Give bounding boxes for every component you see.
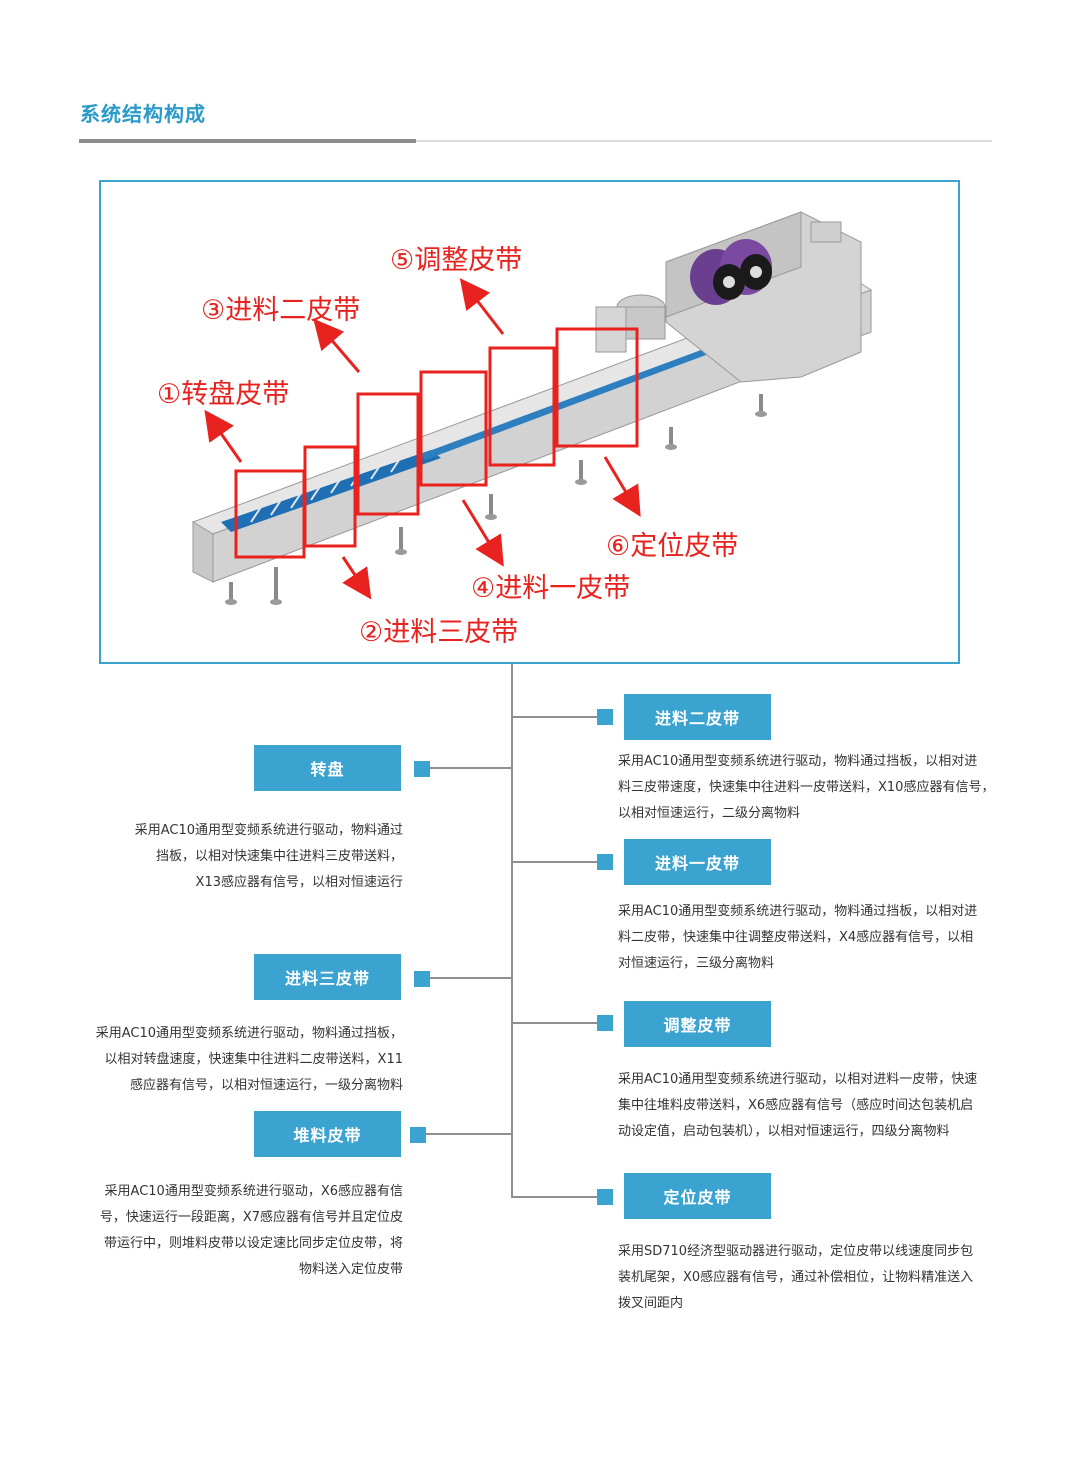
desc-line: 采用AC10通用型变频系统进行驱动，物料通过挡板，以相对进 bbox=[618, 904, 978, 919]
desc-turntable: 采用AC10通用型变频系统进行驱动，物料通过 挡板，以相对快速集中往进料三皮带送… bbox=[135, 818, 403, 896]
callout-feed-belt-3: ②进料三皮带 bbox=[359, 617, 519, 648]
arrow-c3 bbox=[313, 318, 361, 373]
branch-line-feed2 bbox=[512, 716, 598, 718]
tree-trunk-line bbox=[511, 664, 513, 1198]
arrow-c2 bbox=[341, 556, 372, 600]
branch-line-adjust bbox=[512, 1022, 598, 1024]
belt-highlight-boxes bbox=[234, 327, 639, 559]
branch-line-feed3 bbox=[428, 977, 512, 979]
desc-feed-belt-2: 采用AC10通用型变频系统进行驱动，物料通过挡板，以相对进 料三皮带速度，快速集… bbox=[618, 749, 994, 827]
page-title: 系统结构构成 bbox=[80, 102, 206, 126]
node-feed-belt-1: 进料一皮带 bbox=[624, 839, 771, 885]
node-marker-feed2 bbox=[597, 709, 613, 725]
desc-line: 感应器有信号，以相对恒速运行，一级分离物料 bbox=[129, 1078, 403, 1093]
desc-line: 号，快速运行一段距离，X7感应器有信号并且定位皮 bbox=[99, 1210, 403, 1225]
title-underline-divider bbox=[416, 140, 992, 142]
desc-line: 带运行中，则堆料皮带以设定速比同步定位皮带，将 bbox=[103, 1236, 403, 1251]
title-underline-accent bbox=[79, 139, 416, 143]
machine-illustration bbox=[191, 211, 873, 605]
desc-line: 采用AC10通用型变频系统进行驱动，X6感应器有信 bbox=[104, 1184, 403, 1199]
arrow-c6 bbox=[603, 456, 641, 517]
desc-line: 拨叉间距内 bbox=[618, 1296, 684, 1311]
callout-adjust-belt: ⑤调整皮带 bbox=[390, 245, 523, 276]
desc-line: 对恒速运行，三级分离物料 bbox=[618, 956, 775, 971]
desc-line: 采用SD710经济型驱动器进行驱动，定位皮带以线速度同步包 bbox=[618, 1244, 974, 1259]
desc-line: 以相对恒速运行，二级分离物料 bbox=[618, 806, 801, 821]
arrow-c4 bbox=[461, 499, 504, 567]
arrow-c1 bbox=[204, 409, 243, 463]
node-marker-positioning bbox=[597, 1189, 613, 1205]
node-positioning-belt: 定位皮带 bbox=[624, 1173, 771, 1219]
desc-feed-belt-1: 采用AC10通用型变频系统进行驱动，物料通过挡板，以相对进 料二皮带，快速集中往… bbox=[618, 899, 977, 977]
desc-line: 以相对转盘速度，快速集中往进料二皮带送料，X11 bbox=[104, 1052, 403, 1067]
node-marker-stacking bbox=[410, 1127, 426, 1143]
machine-diagram-frame: ①转盘皮带 ②进料三皮带 ③进料二皮带 ④进料一皮带 ⑤调整皮带 ⑥定位皮带 bbox=[99, 180, 960, 664]
desc-line: 物料送入定位皮带 bbox=[298, 1262, 403, 1277]
node-feed-belt-3: 进料三皮带 bbox=[254, 954, 401, 1000]
desc-line: 采用AC10通用型变频系统进行驱动，物料通过挡板，以相对进 bbox=[618, 754, 978, 769]
desc-positioning-belt: 采用SD710经济型驱动器进行驱动，定位皮带以线速度同步包 装机尾架，X0感应器… bbox=[618, 1239, 973, 1317]
desc-line: 采用AC10通用型变频系统进行驱动，物料通过挡板， bbox=[95, 1026, 403, 1041]
desc-line: 动设定值，启动包装机），以相对恒速运行，四级分离物料 bbox=[618, 1124, 950, 1139]
arrow-c5 bbox=[459, 278, 505, 335]
node-marker-turntable bbox=[414, 761, 430, 777]
highlight-box-feed2 bbox=[356, 392, 420, 516]
node-adjust-belt: 调整皮带 bbox=[624, 1001, 771, 1047]
node-turntable: 转盘 bbox=[254, 745, 401, 791]
node-stacking-belt: 堆料皮带 bbox=[254, 1111, 401, 1157]
callout-feed-belt-1: ④进料一皮带 bbox=[471, 573, 631, 604]
branch-line-stacking bbox=[424, 1133, 512, 1135]
desc-line: 采用AC10通用型变频系统进行驱动，物料通过 bbox=[134, 823, 403, 838]
highlight-box-feed1 bbox=[419, 370, 488, 487]
desc-line: X13感应器有信号，以相对恒速运行 bbox=[195, 875, 403, 890]
desc-line: 料二皮带，快速集中往调整皮带送料，X4感应器有信号，以相 bbox=[618, 930, 974, 945]
callout-positioning-belt: ⑥定位皮带 bbox=[606, 531, 739, 562]
branch-line-turntable bbox=[428, 767, 512, 769]
node-marker-feed1 bbox=[597, 854, 613, 870]
desc-line: 装机尾架，X0感应器有信号，通过补偿相位，让物料精准送入 bbox=[618, 1270, 974, 1285]
node-marker-feed3 bbox=[414, 971, 430, 987]
branch-line-positioning bbox=[512, 1196, 600, 1198]
desc-line: 采用AC10通用型变频系统进行驱动，以相对进料一皮带，快速 bbox=[618, 1072, 978, 1087]
callout-feed-belt-2: ③进料二皮带 bbox=[201, 295, 361, 326]
desc-line: 料三皮带速度，快速集中往进料一皮带送料，X10感应器有信号， bbox=[618, 780, 995, 795]
highlight-box-positioning bbox=[555, 327, 639, 448]
node-marker-adjust bbox=[597, 1015, 613, 1031]
desc-line: 挡板，以相对快速集中往进料三皮带送料， bbox=[155, 849, 403, 864]
desc-feed-belt-3: 采用AC10通用型变频系统进行驱动，物料通过挡板， 以相对转盘速度，快速集中往进… bbox=[96, 1021, 403, 1099]
desc-stacking-belt: 采用AC10通用型变频系统进行驱动，X6感应器有信 号，快速运行一段距离，X7感… bbox=[100, 1179, 403, 1283]
desc-line: 集中往堆料皮带送料，X6感应器有信号（感应时间达包装机启 bbox=[618, 1098, 974, 1113]
node-feed-belt-2: 进料二皮带 bbox=[624, 694, 771, 740]
callout-arrows bbox=[204, 278, 641, 600]
highlight-box-adjust bbox=[488, 346, 556, 467]
callout-turntable-belt: ①转盘皮带 bbox=[157, 379, 290, 410]
packing-machine bbox=[595, 211, 862, 383]
desc-adjust-belt: 采用AC10通用型变频系统进行驱动，以相对进料一皮带，快速 集中往堆料皮带送料，… bbox=[618, 1067, 977, 1145]
branch-line-feed1 bbox=[512, 861, 598, 863]
highlight-box-feed3 bbox=[303, 445, 357, 548]
